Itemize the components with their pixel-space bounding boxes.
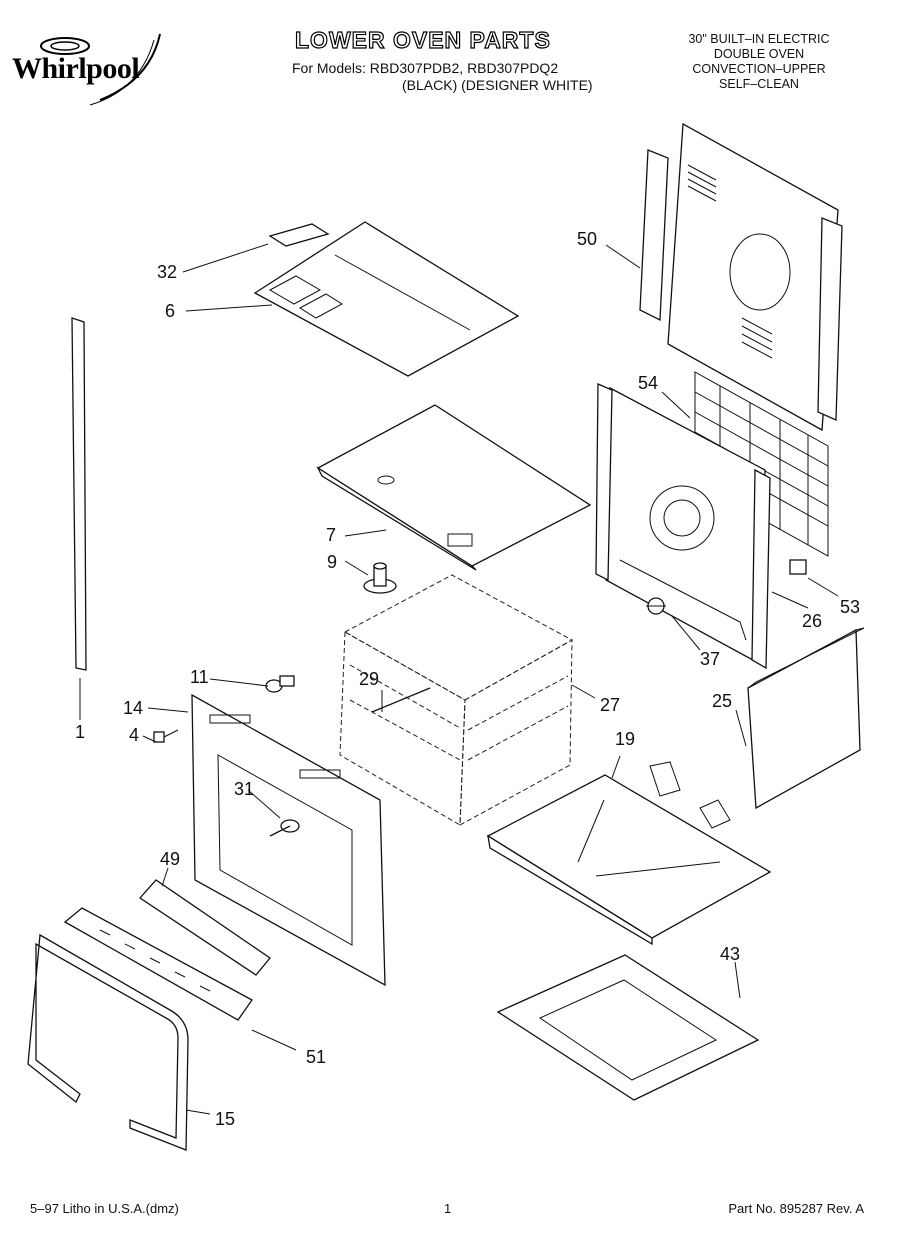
logo-swirl-icon bbox=[40, 33, 161, 106]
callout-27: 27 bbox=[600, 695, 621, 715]
callout-37: 37 bbox=[700, 649, 721, 669]
part-49-trim-strip bbox=[139, 879, 271, 976]
part-19-bottom-shield bbox=[486, 761, 772, 946]
callout-26: 26 bbox=[802, 611, 823, 631]
part-9-thermostat bbox=[363, 562, 397, 594]
callout-1: 1 bbox=[75, 722, 86, 742]
part-25-side-panel bbox=[747, 627, 865, 810]
callout-4: 4 bbox=[129, 725, 140, 745]
callout-9: 9 bbox=[327, 552, 338, 572]
brand-name: Whirlpool bbox=[12, 52, 140, 85]
callout-7: 7 bbox=[326, 525, 337, 545]
callout-54: 54 bbox=[638, 373, 659, 393]
footer-part-number: Part No. 895287 Rev. A bbox=[728, 1201, 864, 1216]
part-15-gasket bbox=[27, 933, 189, 1151]
page-title: LOWER OVEN PARTS bbox=[294, 26, 551, 53]
leader-lines bbox=[79, 243, 839, 1115]
part-27-oven-cavity bbox=[339, 574, 574, 826]
part-7-top-shield bbox=[316, 404, 592, 571]
models-line-2: (BLACK) (DESIGNER WHITE) bbox=[402, 77, 593, 93]
callout-43: 43 bbox=[720, 944, 741, 964]
callout-11: 11 bbox=[190, 667, 209, 687]
part-26-back-panel bbox=[595, 383, 771, 670]
part-32-plate bbox=[268, 223, 330, 247]
callout-53: 53 bbox=[840, 597, 861, 617]
product-line-1: 30" BUILT–IN ELECTRIC bbox=[688, 32, 830, 46]
part-14-front-frame bbox=[191, 693, 386, 987]
callout-15: 15 bbox=[215, 1109, 236, 1129]
callout-31: 31 bbox=[234, 779, 255, 799]
callout-50: 50 bbox=[577, 229, 598, 249]
callout-19: 19 bbox=[615, 729, 636, 749]
callout-49: 49 bbox=[160, 849, 181, 869]
callout-14: 14 bbox=[123, 698, 144, 718]
part-31-lamp bbox=[269, 819, 300, 837]
callout-29: 29 bbox=[359, 669, 380, 689]
product-line-3: CONVECTION–UPPER bbox=[692, 62, 826, 76]
part-43-bottom-tray bbox=[496, 954, 760, 1101]
part-53-bracket bbox=[789, 559, 807, 575]
part-1-side-trim bbox=[71, 317, 87, 671]
models-line-1: For Models: RBD307PDB2, RBD307PDQ2 bbox=[292, 60, 559, 76]
part-51-vent-trim bbox=[63, 907, 253, 1021]
part-50-rear-panel bbox=[639, 122, 843, 432]
models-block: For Models: RBD307PDB2, RBD307PDQ2 (BLAC… bbox=[292, 60, 593, 94]
product-line-2: DOUBLE OVEN bbox=[713, 47, 805, 61]
callout-25: 25 bbox=[712, 691, 733, 711]
callout-6: 6 bbox=[165, 301, 176, 321]
product-line-4: SELF–CLEAN bbox=[719, 77, 799, 91]
part-6-top-cover bbox=[253, 221, 520, 377]
callout-32: 32 bbox=[157, 262, 178, 282]
footer-litho: 5–97 Litho in U.S.A.(dmz) bbox=[30, 1201, 179, 1216]
part-37-sensor bbox=[646, 597, 666, 615]
part-29-rod bbox=[371, 687, 431, 713]
product-description: 30" BUILT–IN ELECTRIC DOUBLE OVEN CONVEC… bbox=[659, 32, 859, 92]
callout-51: 51 bbox=[306, 1047, 327, 1067]
part-11-light bbox=[265, 675, 295, 693]
part-4-screw bbox=[153, 729, 179, 743]
footer-page-number: 1 bbox=[444, 1201, 452, 1216]
